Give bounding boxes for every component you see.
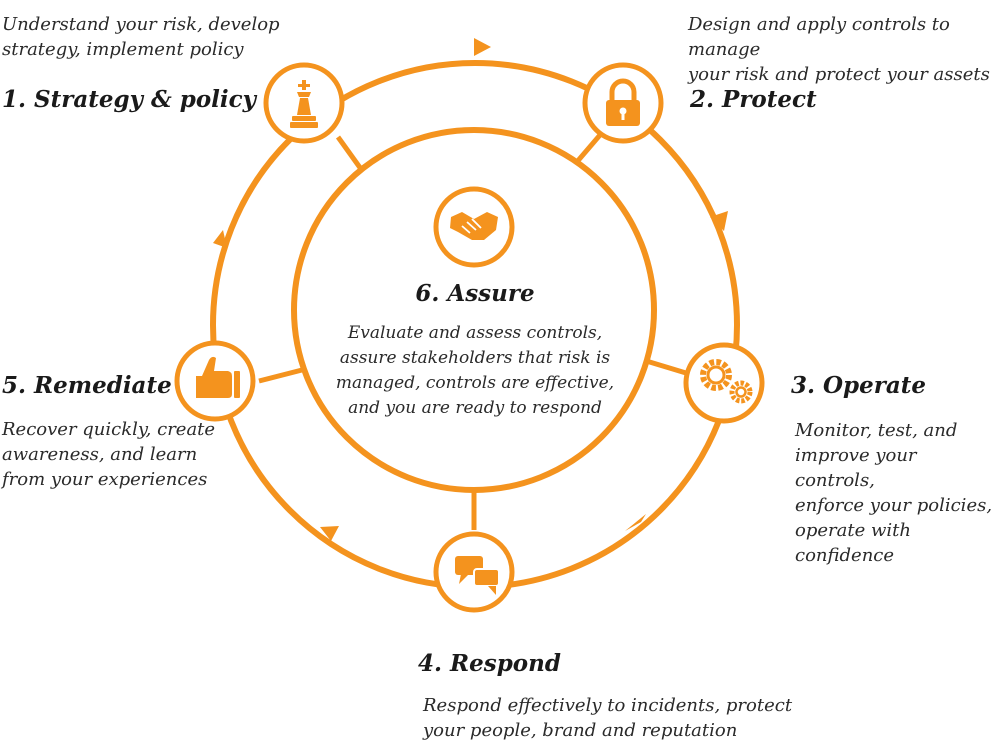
stage-5-title: 5. Remediate <box>2 372 172 399</box>
description-line: Respond effectively to incidents, protec… <box>423 695 793 716</box>
description-line: Understand your risk, develop <box>2 14 280 35</box>
spoke <box>258 367 303 384</box>
spoke <box>574 133 602 165</box>
description-line: managed, controls are effective, <box>335 373 615 393</box>
description-line: awareness, and learn <box>2 444 198 465</box>
description-line: enforce your policies, <box>795 495 993 516</box>
chess-piece-icon <box>263 62 345 144</box>
thumbs-up-icon <box>174 340 256 422</box>
cycle-arrow <box>320 526 339 541</box>
description-line: and you are ready to respond <box>348 398 602 418</box>
stage-1-title: 1. Strategy & policy <box>2 86 257 113</box>
cycle-arrow <box>710 211 728 231</box>
stage-3-description: Monitor, test, and improve your controls… <box>795 418 1000 568</box>
stage-2-description: Design and apply controls to manage your… <box>688 12 1000 87</box>
description-line: strategy, implement policy <box>2 39 244 60</box>
description-line: improve your controls, <box>795 445 917 491</box>
speech-bubbles-icon <box>433 531 515 613</box>
center-description: Evaluate and assess controls, assure sta… <box>335 321 615 421</box>
inner-circle <box>291 127 657 493</box>
stage-5-description: Recover quickly, create awareness, and l… <box>2 417 215 492</box>
description-line: assure stakeholders that risk is <box>339 348 611 368</box>
description-line: Evaluate and assess controls, <box>347 323 603 343</box>
stage-3-title: 3. Operate <box>791 372 927 399</box>
cycle-arrow <box>213 230 227 248</box>
cycle-arrow <box>474 38 491 56</box>
description-line: Design and apply controls to manage <box>688 14 950 60</box>
description-line: Monitor, test, and <box>795 420 958 441</box>
stage-2-title: 2. Protect <box>690 86 817 113</box>
description-line: your risk and protect your assets <box>688 64 990 85</box>
description-line: Recover quickly, create <box>2 419 216 440</box>
padlock-icon <box>582 62 664 144</box>
description-line: operate with confidence <box>795 520 911 566</box>
spoke <box>642 357 687 376</box>
description-line: from your experiences <box>2 469 208 490</box>
cycle-arrow <box>625 514 646 531</box>
handshake-icon <box>433 186 515 268</box>
stage-1-description: Understand your risk, develop strategy, … <box>2 12 280 62</box>
center-title: 6. Assure <box>415 280 535 307</box>
stage-4-description: Respond effectively to incidents, protec… <box>423 693 792 743</box>
stage-4-title: 4. Respond <box>418 650 561 677</box>
gears-icon <box>683 342 765 424</box>
description-line: your people, brand and reputation <box>423 720 738 741</box>
